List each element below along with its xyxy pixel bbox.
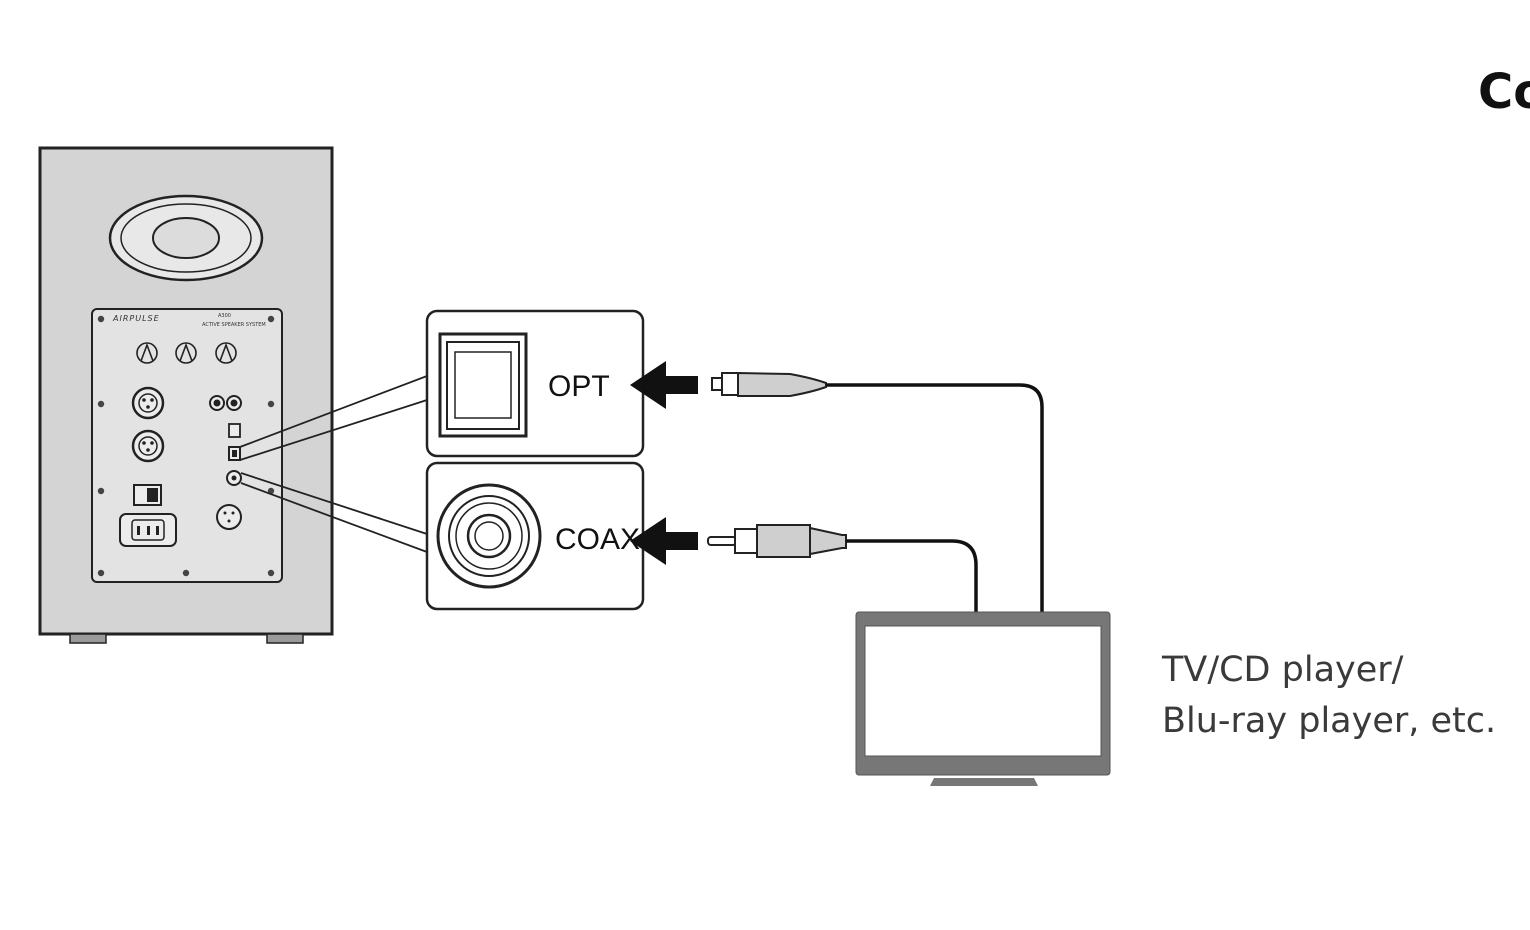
tv-source-device bbox=[855, 611, 1111, 786]
device-label-line1: TV/CD player/ bbox=[1161, 650, 1404, 690]
model-text: A300 bbox=[218, 313, 231, 319]
panel-screws bbox=[97, 315, 275, 577]
tv-screen bbox=[864, 625, 1102, 757]
optical-port-icon bbox=[438, 332, 528, 438]
zoom-callout-lines bbox=[239, 375, 428, 553]
page-title: پخش از ورودی Optical یا Coaxial bbox=[1478, 64, 1530, 120]
coaxial-callout: COAX bbox=[425, 461, 645, 611]
rca-inputs bbox=[209, 395, 242, 411]
arrow-to-coaxial bbox=[630, 517, 698, 565]
optical-cable bbox=[826, 383, 1044, 612]
optical-callout: OPT bbox=[425, 309, 645, 458]
din-port bbox=[216, 504, 242, 530]
optical-label: OPT bbox=[548, 370, 610, 403]
device-label-line2: Blu-ray player, etc. bbox=[1162, 701, 1496, 741]
bass-port-inner bbox=[120, 203, 252, 273]
coaxial-plug bbox=[707, 524, 847, 558]
xlr-inputs bbox=[131, 386, 165, 463]
control-knobs bbox=[136, 342, 237, 364]
bass-port-opening bbox=[152, 217, 220, 259]
usb-port bbox=[228, 423, 241, 438]
arrow-to-optical bbox=[630, 361, 698, 409]
speaker-foot-right bbox=[266, 633, 304, 644]
speaker: AIRPULSE A300 ACTIVE SPEAKER SYSTEM bbox=[38, 146, 334, 644]
coaxial-label: COAX bbox=[555, 523, 640, 556]
model-subtitle-text: ACTIVE SPEAKER SYSTEM bbox=[202, 322, 266, 328]
coaxial-cable bbox=[846, 539, 978, 612]
speaker-foot-left bbox=[69, 633, 107, 644]
coaxial-port-icon bbox=[436, 483, 542, 589]
tv-stand bbox=[930, 778, 1038, 786]
brand-logo-text: AIRPULSE bbox=[112, 314, 160, 323]
optical-plug bbox=[711, 371, 827, 397]
